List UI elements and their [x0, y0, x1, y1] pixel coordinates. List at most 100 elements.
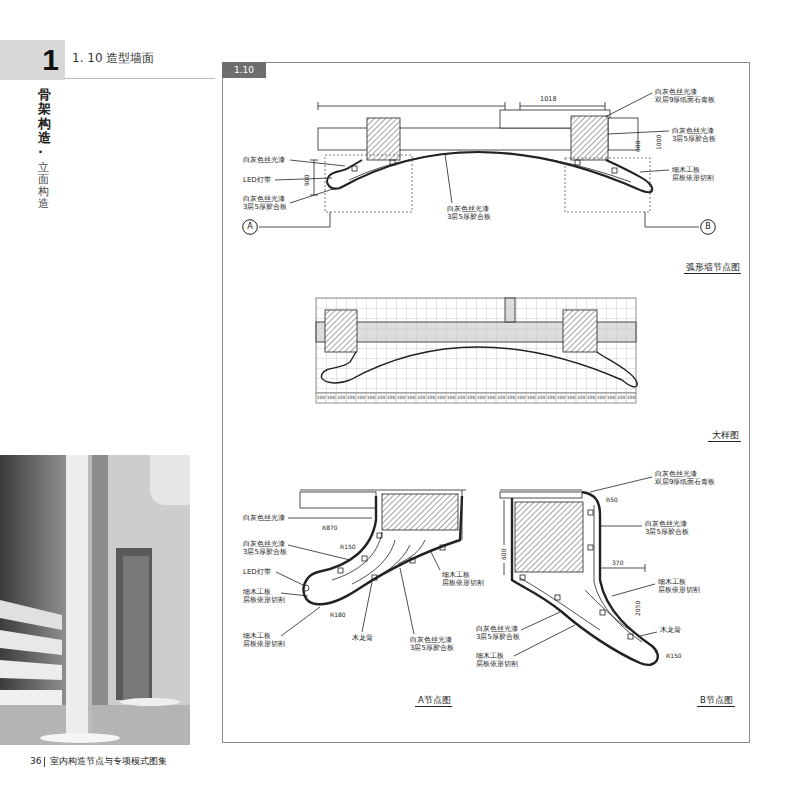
grid-dimension: 100: [486, 395, 496, 401]
callout-text: 白灰色丝光漆 3层5厚胶合板: [645, 520, 689, 537]
grid-dimension: 100: [386, 395, 396, 401]
grid-dimension: 100: [376, 395, 386, 401]
grid-dimension: 100: [616, 395, 626, 401]
arc-wall-plan: [349, 152, 631, 182]
title-underline: [684, 273, 741, 274]
interior-photo: [123, 556, 149, 700]
callout-text: 白灰色丝光漆 3层5厚胶合板: [672, 127, 716, 144]
detail-callout-circle: B: [700, 219, 716, 235]
node-a-detail: [276, 572, 303, 585]
node-b-detail: [521, 612, 560, 630]
arc-wall-plan: [259, 93, 699, 227]
arc-wall-plan: [520, 106, 605, 107]
node-a-detail: [440, 545, 445, 550]
node-text: A: [247, 223, 252, 232]
node-b-detail: [514, 625, 575, 656]
title-underline: [697, 706, 735, 707]
detail-callout-circle: A: [242, 219, 258, 235]
grid-detail: [325, 310, 357, 352]
dimension: 900: [303, 175, 310, 186]
node-b-detail: [520, 575, 525, 580]
chapter-tab: 1: [0, 40, 65, 80]
grid-dimension: 100: [426, 395, 436, 401]
page-frame: [223, 63, 750, 743]
interior-photo: [0, 660, 62, 680]
arc-wall-plan: [390, 160, 395, 165]
node-b-detail: [520, 578, 600, 630]
grid-dimension: 100: [546, 395, 556, 401]
node-b-detail: [600, 568, 645, 569]
grid-detail: [316, 298, 636, 393]
dimension: 2050: [634, 601, 641, 616]
interior-photo: [0, 455, 190, 745]
dimension: R150: [340, 543, 356, 550]
dimension: 370: [612, 559, 623, 566]
node-a-detail: [303, 585, 309, 591]
callout-text: 白灰色丝光漆 3层5厚胶合板: [447, 205, 491, 222]
grid-dimension: 100: [626, 395, 636, 401]
callout-text: 白灰色丝光漆: [243, 514, 285, 522]
node-a-detail: [303, 496, 462, 604]
title-underline: [708, 441, 741, 442]
page-frame: [223, 63, 750, 743]
node-a-detail: [362, 556, 367, 561]
arc-wall-plan: [605, 102, 606, 110]
grid-dimension: 100: [346, 395, 356, 401]
title-underline: [415, 706, 452, 707]
grid-dimension: 100: [476, 395, 486, 401]
interior-photo: [0, 600, 62, 630]
node-text: B: [705, 223, 711, 232]
drawing-title: 弧形墙节点图: [686, 262, 740, 272]
grid-detail: [326, 393, 626, 403]
callout-text: 白灰色丝光漆 3层5厚胶合板: [243, 540, 287, 557]
interior-photo: [0, 630, 62, 655]
grid-dimension: 100: [466, 395, 476, 401]
grid-dimension: 100: [576, 395, 586, 401]
interior-photo: [0, 705, 190, 745]
node-b-detail: [500, 492, 582, 498]
arc-wall-plan: [318, 102, 319, 110]
node-a-detail: [362, 582, 372, 632]
arc-wall-plan: [314, 160, 315, 195]
node-a-detail: [281, 593, 308, 596]
node-b-detail: [585, 590, 630, 630]
node-a-detail: [372, 575, 377, 580]
interior-photo: [88, 455, 92, 740]
grid-dimension: 100: [366, 395, 376, 401]
node-b-detail: [588, 545, 593, 550]
dimension: 1000: [655, 135, 662, 150]
node-a-detail: [377, 533, 382, 538]
node-b-detail: [628, 634, 633, 639]
node-a-detail: [281, 607, 320, 636]
grid-detail: [316, 298, 637, 403]
arc-wall-plan: [445, 154, 452, 203]
node-text: 1: [42, 45, 59, 75]
node-b-detail: [645, 564, 646, 572]
arc-wall-plan: [352, 166, 357, 171]
arc-wall-plan: [565, 158, 650, 212]
dimension: R180: [330, 611, 346, 618]
interior-photo: [0, 455, 62, 745]
arc-wall-plan: [310, 160, 318, 161]
node-b-detail: [640, 632, 657, 636]
node-b-detail: [601, 526, 642, 527]
arc-wall-plan: [608, 131, 669, 134]
interior-photo: [0, 455, 190, 745]
callout-text: 细木工板 层板依形切割: [658, 578, 700, 595]
grid-detail: [505, 298, 515, 322]
interior-photo: [40, 733, 120, 743]
node-b-detail: [555, 595, 560, 600]
drawing-title: B节点图: [700, 695, 733, 705]
circle-outline: [243, 220, 258, 235]
grid-dimension: 100: [566, 395, 576, 401]
grid-dimension: 100: [516, 395, 526, 401]
grid-dimension: 100: [456, 395, 466, 401]
grid-detail: [321, 352, 356, 383]
page-number: 36: [30, 756, 41, 767]
section-heading: 1. 10 造型墙面: [72, 51, 154, 65]
dimension: R870: [322, 524, 338, 531]
callout-text: 细木工板 层板依形切割: [243, 632, 285, 649]
grid-dimension: 100: [336, 395, 346, 401]
arc-wall-plan: [290, 160, 345, 166]
grid-dimension: 100: [596, 395, 606, 401]
